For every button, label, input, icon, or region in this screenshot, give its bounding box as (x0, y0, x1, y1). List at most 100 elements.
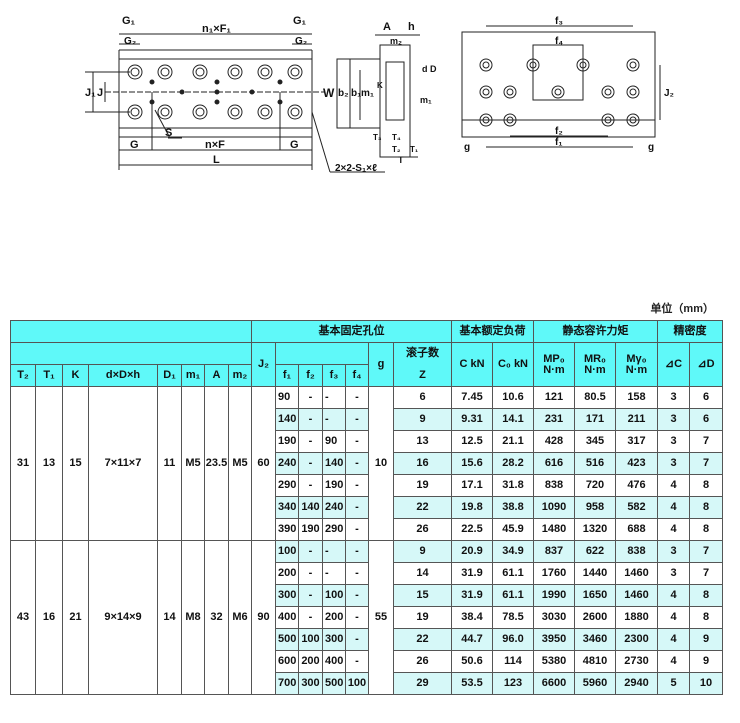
table-cell: 1440 (574, 562, 616, 585)
table-cell: - (298, 430, 323, 453)
table-cell: 10.6 (492, 386, 534, 409)
table-cell: 38.8 (492, 496, 534, 519)
bolt-hole-icon (195, 107, 205, 117)
mount-hole-icon (529, 61, 537, 69)
header-col-5: m₁ (181, 364, 205, 387)
table-cell: M6 (228, 540, 252, 695)
table-cell: 16 (393, 452, 452, 475)
table-cell: 8 (689, 496, 723, 519)
header-f-blank (275, 342, 369, 365)
header-blank-2 (10, 342, 252, 365)
pin-hole-icon (149, 79, 155, 85)
header-blank (10, 320, 252, 343)
table-cell: 4 (657, 518, 690, 541)
label-m2: m₂ (390, 36, 402, 46)
table-cell: 22.5 (451, 518, 493, 541)
table-cell: 6 (689, 386, 723, 409)
table-cell: 1880 (615, 606, 658, 629)
table-cell: 61.1 (492, 562, 534, 585)
table-cell: 90 (275, 386, 299, 409)
table-cell: 44.7 (451, 628, 493, 651)
table-cell: - (298, 584, 323, 607)
label-L: L (213, 154, 220, 166)
table-cell: - (345, 386, 369, 409)
label-f2: f₂ (555, 126, 563, 137)
mount-hole-icon (626, 85, 640, 99)
table-cell: 1460 (615, 562, 658, 585)
label-n1F1: n₁×F₁ (202, 23, 231, 35)
table-cell: 688 (615, 518, 658, 541)
pin-hole-icon (249, 89, 255, 95)
table-cell: 400 (322, 650, 346, 673)
label-J1: J₁ (85, 87, 96, 99)
pin-hole-icon (277, 99, 283, 105)
table-cell: 190 (322, 474, 346, 497)
table-cell: - (345, 408, 369, 431)
header-MR0: MR₀ N·m (574, 342, 616, 387)
mount-hole-icon (506, 88, 514, 96)
table-cell: 5380 (533, 650, 575, 673)
pin-hole-icon (179, 89, 185, 95)
header-fix-holes: 基本固定孔位 (251, 320, 452, 343)
table-cell: 31.8 (492, 474, 534, 497)
table-cell: 240 (275, 452, 299, 475)
table-cell: 14.1 (492, 408, 534, 431)
mount-hole-icon (479, 113, 493, 127)
label-f4: f₄ (555, 36, 563, 47)
table-cell: 958 (574, 496, 616, 519)
bolt-hole-icon (195, 67, 205, 77)
label-J2: J₂ (664, 88, 674, 99)
header-dC: ⊿C (657, 342, 690, 387)
table-cell: - (298, 540, 323, 563)
pin-hole-icon (214, 89, 220, 95)
table-cell: 38.4 (451, 606, 493, 629)
table-cell: 476 (615, 474, 658, 497)
bolt-hole-icon (157, 64, 173, 80)
header-col-12: f₄ (345, 364, 369, 387)
pin-hole-icon (149, 99, 155, 105)
table-cell: - (345, 650, 369, 673)
table-cell: 2300 (615, 628, 658, 651)
table-cell: 5 (657, 672, 690, 695)
table-cell: 7 (689, 430, 723, 453)
table-cell: - (345, 562, 369, 585)
bolt-hole-icon (287, 104, 303, 120)
table-cell: 6600 (533, 672, 575, 695)
label-T1: T₁ (410, 145, 419, 154)
table-cell: 317 (615, 430, 658, 453)
table-cell: 100 (275, 540, 299, 563)
label-A: A (383, 21, 391, 33)
table-cell: 516 (574, 452, 616, 475)
table-cell: - (298, 474, 323, 497)
table-cell: 340 (275, 496, 299, 519)
table-cell: 3 (657, 540, 690, 563)
table-cell: 3 (657, 408, 690, 431)
table-cell: 100 (345, 672, 369, 695)
bolt-hole-icon (290, 107, 300, 117)
label-S1l: 2×2-S₁×ℓ (335, 163, 377, 174)
bolt-hole-icon (130, 107, 140, 117)
bolt-hole-icon (287, 64, 303, 80)
label-g-left: g (464, 142, 470, 153)
bolt-hole-icon (160, 107, 170, 117)
table-cell: 123 (492, 672, 534, 695)
table-cell: - (345, 628, 369, 651)
table-cell: 9.31 (451, 408, 493, 431)
table-cell: 21.1 (492, 430, 534, 453)
table-cell: 2940 (615, 672, 658, 695)
table-cell: 1480 (533, 518, 575, 541)
table-cell: 300 (275, 584, 299, 607)
table-cell: 90 (251, 540, 276, 695)
table-cell: 45.9 (492, 518, 534, 541)
table-cell: M8 (181, 540, 205, 695)
mount-hole-icon (482, 116, 490, 124)
label-d: d (422, 64, 428, 74)
table-cell: 3460 (574, 628, 616, 651)
label-f1: f₁ (555, 137, 562, 148)
table-cell: 26 (393, 650, 452, 673)
